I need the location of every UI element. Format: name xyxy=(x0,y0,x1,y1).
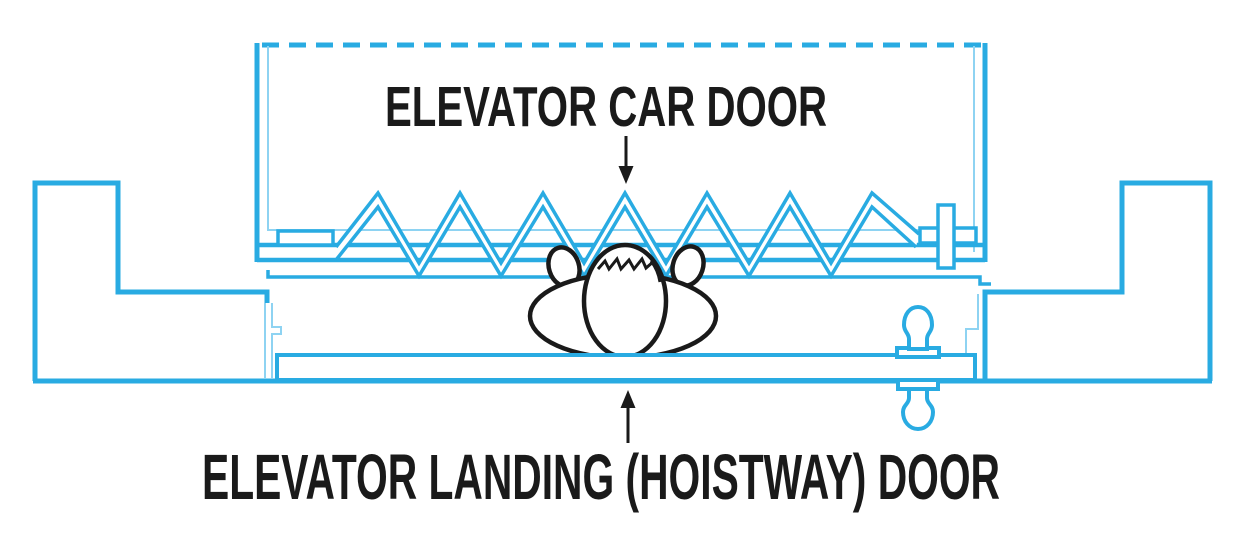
hair-part-line xyxy=(649,260,662,283)
right-wall xyxy=(982,180,1213,381)
crown-outline xyxy=(581,242,669,360)
landing-door-arrow-up-icon xyxy=(620,390,636,443)
left-door-jamb xyxy=(264,303,282,379)
left-wall xyxy=(32,180,270,381)
hair-zigzag xyxy=(596,256,654,272)
door-restrictor-spindle xyxy=(895,304,941,432)
car-door-scissor-gate xyxy=(276,189,978,280)
landing-door-panel xyxy=(275,353,977,382)
car-sill-line xyxy=(266,270,991,286)
car-door-arrow-down-icon xyxy=(618,136,634,184)
car-door-label: ELEVATOR CAR DOOR xyxy=(385,75,827,139)
head-top-view xyxy=(527,242,719,361)
gate-end-block xyxy=(276,229,335,247)
gate-hanger-cross xyxy=(918,203,978,270)
right-door-jamb xyxy=(965,294,979,355)
elevator-car-outline xyxy=(254,42,988,262)
landing-door-label: ELEVATOR LANDING (HOISTWAY) DOOR xyxy=(202,441,1000,513)
